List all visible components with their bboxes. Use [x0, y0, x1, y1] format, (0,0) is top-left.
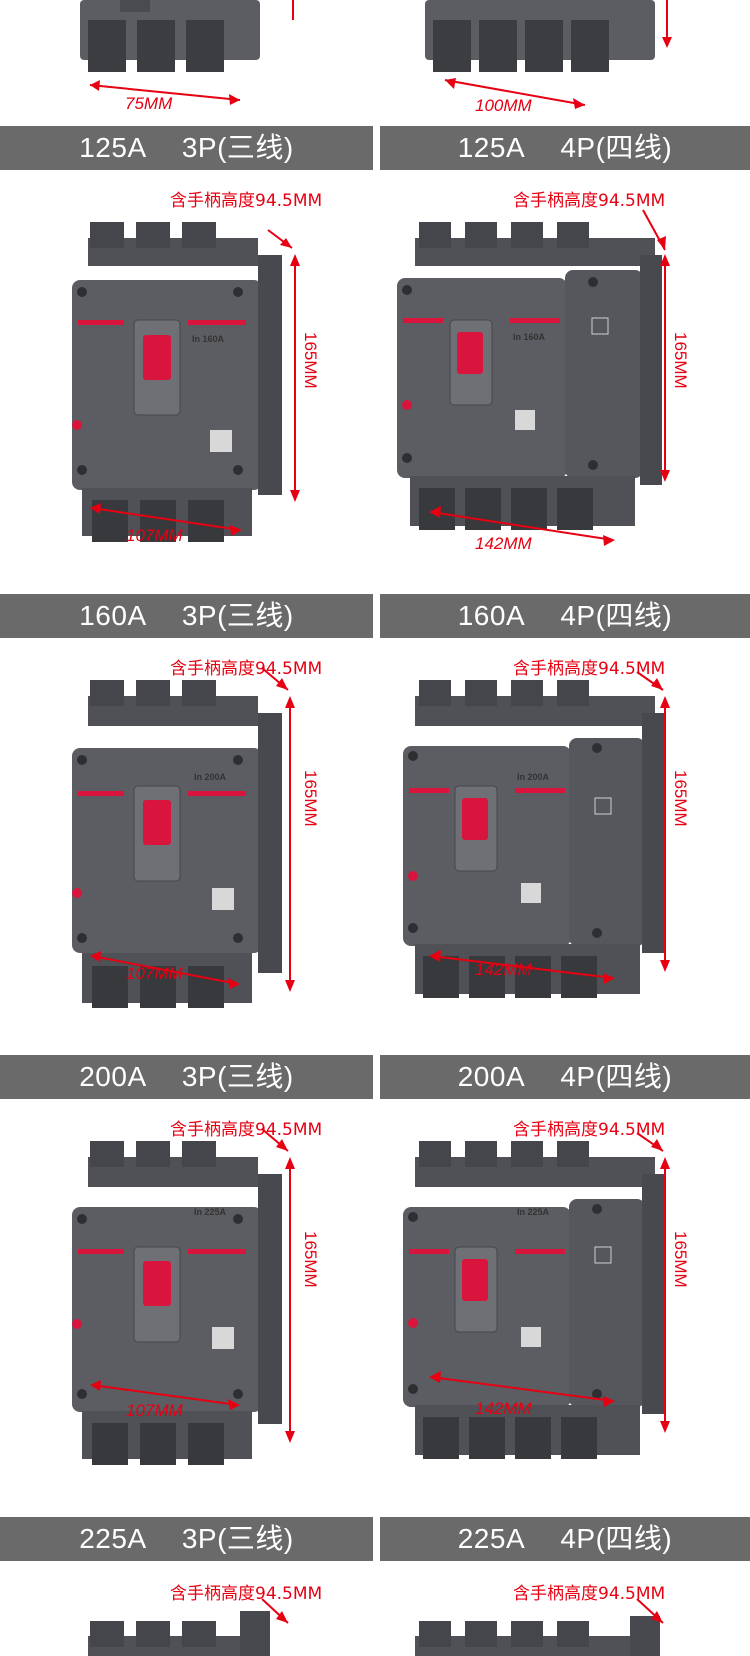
spec-band-left: 200A 3P(三线) [0, 1055, 373, 1099]
height-dimension-label: 165MM [671, 1231, 690, 1288]
spec-label: 200A 4P(四线) [457, 1061, 673, 1092]
width-dimension-label: 142MM [475, 960, 532, 979]
height-dimension-label: 165MM [671, 770, 690, 827]
spec-band-right: 225A 4P(四线) [380, 1517, 750, 1561]
spec-band-right: 125A 4P(四线) [380, 126, 750, 170]
spec-label: 125A 3P(三线) [79, 132, 294, 163]
breaker-3p-illustration [72, 667, 295, 1008]
width-dimension-label: 107MM [126, 526, 183, 545]
spec-label: 125A 4P(四线) [457, 132, 673, 163]
handle-height-note: 含手柄高度94.5MM [513, 1584, 666, 1604]
breaker-4p-illustration [403, 671, 670, 998]
current-rating-label: In 200A [517, 772, 550, 782]
spec-band-left: 160A 3P(三线) [0, 594, 373, 638]
spec-band-right: 200A 4P(四线) [380, 1055, 750, 1099]
height-dimension-label: 165MM [301, 1231, 320, 1288]
breaker-photo-160a-4p: In 160A 含手柄高度94.5MM 165MM 142MM [375, 170, 750, 594]
current-rating-label: In 160A [192, 334, 225, 344]
height-dimension-label: 165MM [301, 332, 320, 389]
breaker-bottom-illustration [80, 0, 294, 105]
handle-height-note: 含手柄高度94.5MM [170, 659, 323, 679]
spec-band-left: 225A 3P(三线) [0, 1517, 373, 1561]
breaker-photo-125a-4p: 100MM [375, 0, 750, 126]
width-dimension-label: 142MM [475, 534, 532, 553]
spec-label: 160A 3P(三线) [79, 600, 294, 631]
breaker-3p-illustration [72, 1128, 295, 1465]
spec-label: 225A 3P(三线) [79, 1523, 294, 1554]
spec-label: 200A 3P(三线) [79, 1061, 294, 1092]
breaker-photo-200a-4p: In 200A 含手柄高度94.5MM 165MM 142MM [375, 638, 750, 1098]
breaker-bottom-illustration [425, 0, 672, 109]
width-dimension-label: 142MM [475, 1399, 532, 1418]
breaker-3p-illustration [72, 222, 300, 542]
breaker-photo-125a-3p: 75MM [0, 0, 375, 126]
handle-height-note: 含手柄高度94.5MM [170, 191, 323, 211]
handle-height-note: 含手柄高度94.5MM [513, 191, 666, 211]
breaker-top-illustration [88, 1598, 289, 1656]
handle-height-note: 含手柄高度94.5MM [170, 1120, 323, 1140]
height-dimension-label: 165MM [301, 770, 320, 827]
current-rating-label: In 160A [513, 332, 546, 342]
breaker-photo-partial-left: 含手柄高度94.5MM [0, 1561, 375, 1656]
width-dimension-label: 75MM [125, 94, 173, 113]
spec-label: 160A 4P(四线) [457, 600, 673, 631]
current-rating-label: In 200A [194, 772, 227, 782]
breaker-4p-illustration [403, 1132, 670, 1459]
spec-band-left: 125A 3P(三线) [0, 126, 373, 170]
handle-height-note: 含手柄高度94.5MM [513, 659, 666, 679]
spec-label: 225A 4P(四线) [457, 1523, 673, 1554]
width-dimension-label: 100MM [475, 96, 532, 115]
current-rating-label: In 225A [517, 1207, 550, 1217]
width-dimension-label: 107MM [126, 964, 183, 983]
breaker-photo-partial-right: 含手柄高度94.5MM [375, 1561, 750, 1656]
breaker-photo-225a-3p: In 225A 含手柄高度94.5MM 165MM 107MM [0, 1099, 375, 1517]
handle-height-note: 含手柄高度94.5MM [170, 1584, 323, 1604]
breaker-4p-illustration [397, 209, 670, 546]
height-dimension-label: 165MM [671, 332, 690, 389]
breaker-top-illustration [415, 1598, 664, 1656]
breaker-photo-160a-3p: In 160A 含手柄高度94.5MM 165MM 107MM [0, 170, 375, 594]
breaker-photo-200a-3p: In 200A 含手柄高度94.5MM 165MM 107MM [0, 638, 375, 1098]
current-rating-label: In 225A [194, 1207, 227, 1217]
breaker-photo-225a-4p: In 225A 含手柄高度94.5MM 165MM 142MM [375, 1099, 750, 1517]
handle-height-note: 含手柄高度94.5MM [513, 1120, 666, 1140]
width-dimension-label: 107MM [126, 1401, 183, 1420]
spec-band-right: 160A 4P(四线) [380, 594, 750, 638]
